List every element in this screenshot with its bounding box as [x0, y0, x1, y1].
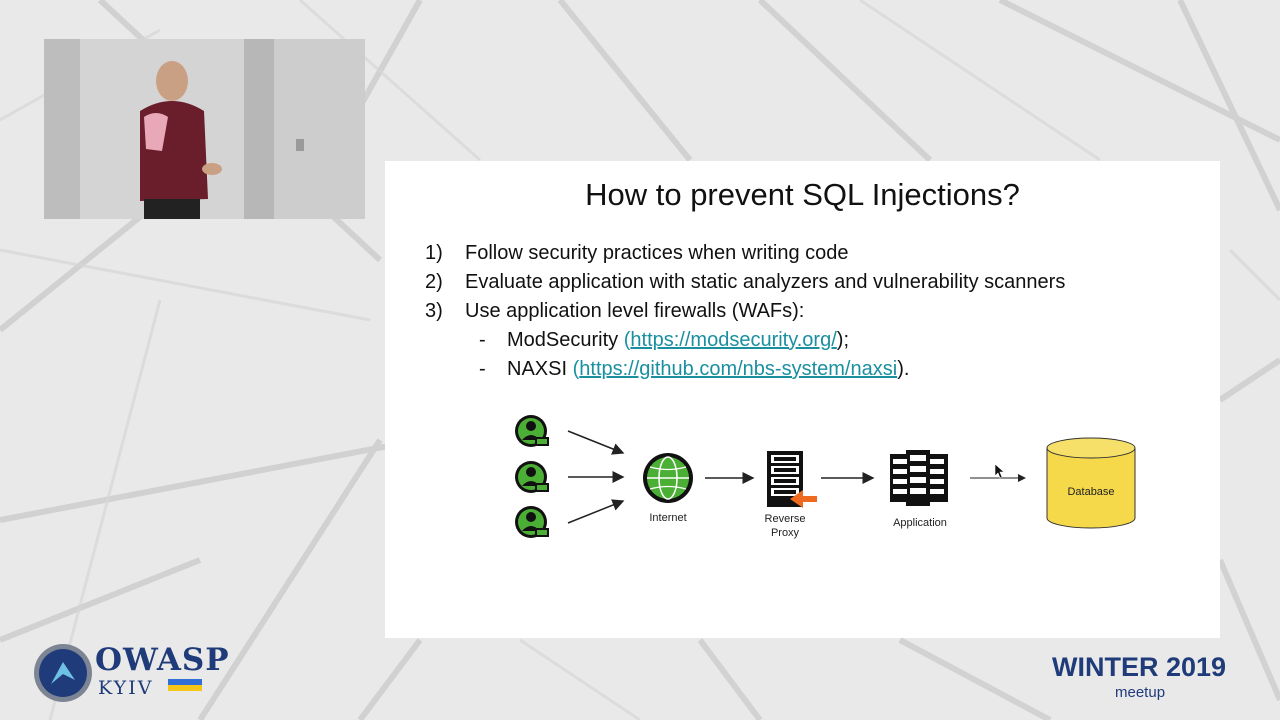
user-icon: [515, 415, 549, 447]
list-text: Use application level firewalls (WAFs):: [465, 300, 805, 322]
architecture-diagram: Internet Reverse Proxy Application Datab…: [385, 396, 1220, 556]
server-icon: [890, 450, 948, 506]
reverse-proxy-label-line2: Proxy: [770, 527, 800, 539]
owasp-wordmark: OWASP: [95, 642, 230, 678]
owasp-logo: [34, 644, 202, 702]
list-number: 1): [425, 242, 443, 264]
list-number: 2): [425, 271, 443, 293]
modsecurity-link[interactable]: https://modsecurity.org/: [630, 329, 837, 351]
paren-close: ).: [897, 358, 910, 380]
city-wordmark: KYIV: [98, 677, 154, 699]
presentation-slide: How to prevent SQL Injections? 1) Follow …: [385, 161, 1220, 638]
speaker-video-frame: [44, 39, 365, 219]
list-dash: -: [479, 358, 486, 380]
internet-label: Internet: [649, 512, 687, 524]
speaker-video: [44, 39, 365, 219]
event-subtitle: meetup: [1115, 684, 1166, 701]
globe-icon: [643, 453, 693, 503]
diagram-graphics: [515, 415, 1136, 538]
list-item: 3) Use application level firewalls (WAFs)…: [425, 297, 1065, 326]
sub-list-item: -ModSecurity (https://modsecurity.org/);: [425, 326, 1065, 355]
user-icon: [515, 461, 549, 493]
user-icon: [515, 506, 549, 538]
paren-open: (: [572, 358, 580, 380]
waf-name: ModSecurity: [507, 329, 619, 351]
database-icon: [1046, 437, 1136, 529]
naxsi-link[interactable]: https://github.com/nbs-system/naxsi: [579, 358, 898, 380]
sub-list-item: -NAXSI (https://github.com/nbs-system/na…: [425, 355, 1065, 384]
reverse-proxy-label-line1: Reverse: [764, 513, 806, 525]
list-dash: -: [479, 329, 486, 351]
list-item: 1) Follow security practices when writing…: [425, 239, 1065, 268]
list-text: Follow security practices when writing c…: [465, 242, 849, 264]
mouse-cursor-icon: [994, 463, 1005, 479]
server-icon: [767, 451, 803, 507]
paren-close: );: [836, 329, 849, 351]
bullet-list: 1) Follow security practices when writing…: [425, 239, 1065, 384]
firewall-arrow-icon: [790, 490, 817, 508]
list-text: Evaluate application with static analyze…: [465, 271, 1066, 293]
application-label: Application: [893, 517, 947, 529]
list-number: 3): [425, 300, 443, 322]
slide-title: How to prevent SQL Injections?: [585, 177, 1020, 212]
paren-open: (: [623, 329, 631, 351]
database-label: Database: [1067, 486, 1115, 498]
event-title: WINTER 2019: [1052, 652, 1227, 682]
waf-name: NAXSI: [507, 358, 568, 380]
list-item: 2) Evaluate application with static analy…: [425, 268, 1065, 297]
